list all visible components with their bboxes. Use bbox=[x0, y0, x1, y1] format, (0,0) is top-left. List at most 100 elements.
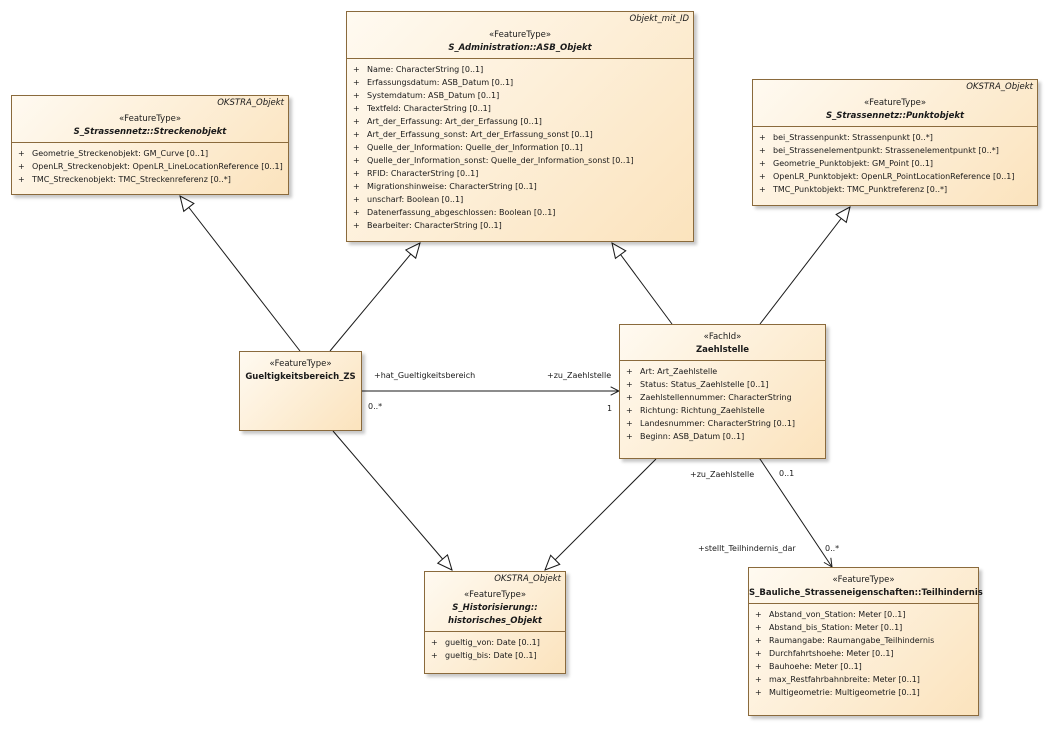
attribute-text: Raumangabe: Raumangabe_Teilhindernis bbox=[769, 636, 935, 645]
attribute-row: +Art: Art_Zaehlstelle bbox=[626, 365, 821, 378]
attribute-list: + gueltig_von: Date [0..1] +gueltig_bis: D… bbox=[425, 631, 565, 666]
attribute-text: OpenLR_Punktobjekt: OpenLR_PointLocation… bbox=[773, 172, 1015, 181]
role-hat-gueltigkeitsbereich: +hat_Gueltigkeitsbereich bbox=[374, 371, 476, 380]
visibility-marker: + bbox=[353, 117, 360, 126]
visibility-marker: + bbox=[431, 651, 438, 660]
visibility-marker: + bbox=[759, 146, 766, 155]
class-punktobjekt[interactable]: OKSTRA_Objekt «FeatureType» S_Strassenne… bbox=[752, 79, 1038, 206]
attribute-row: +Abstand_bis_Station: Meter [0..1] bbox=[755, 621, 974, 634]
attribute-text: bei_Strassenpunkt: Strassenpunkt [0..*] bbox=[773, 133, 933, 142]
attribute-text: Multigeometrie: Multigeometrie [0..1] bbox=[769, 688, 920, 697]
attribute-text: Quelle_der_Information_sonst: Quelle_der… bbox=[367, 156, 634, 165]
attribute-text: unscharf: Boolean [0..1] bbox=[367, 195, 464, 204]
visibility-marker: + bbox=[755, 649, 762, 658]
attribute-list: +Abstand_von_Station: Meter [0..1]+Absta… bbox=[749, 603, 978, 703]
attribute-text: Status: Status_Zaehlstelle [0..1] bbox=[640, 380, 769, 389]
visibility-marker: + bbox=[626, 367, 633, 376]
attribute-row: +bei_Strassenelementpunkt: Strasseneleme… bbox=[759, 144, 1033, 157]
attribute-text: Zaehlstellennummer: CharacterString bbox=[640, 393, 792, 402]
class-zaehlstelle[interactable]: «FachId» Zaehlstelle +Art: Art_Zaehlstel… bbox=[619, 324, 826, 459]
class-name-line-2: historisches_Objekt bbox=[448, 616, 542, 626]
visibility-marker: + bbox=[626, 406, 633, 415]
attribute-text: Bauhoehe: Meter [0..1] bbox=[769, 662, 862, 671]
attribute-row: + Art_der_Erfassung: Art_der_Erfassung [0… bbox=[353, 115, 689, 128]
class-name: S_Bauliche_Strasseneigenschaften::Teilhi… bbox=[749, 588, 983, 598]
attribute-list: + bei_Strassenpunkt: Strassenpunkt [0..*]… bbox=[753, 126, 1037, 200]
attribute-row: +Quelle_der_Information: Quelle_der_Info… bbox=[353, 141, 689, 154]
attribute-text: gueltig_von: Date [0..1] bbox=[445, 638, 540, 647]
stereotype-label: «FeatureType» bbox=[269, 359, 332, 369]
stereotype-label: «FeatureType» bbox=[832, 575, 895, 585]
visibility-marker: + bbox=[18, 162, 25, 171]
attribute-text: RFID: CharacterString [0..1] bbox=[367, 169, 479, 178]
class-name-line-1: S_Historisierung:: bbox=[452, 603, 538, 613]
visibility-marker: + bbox=[353, 78, 360, 87]
visibility-marker: + bbox=[353, 221, 360, 230]
visibility-marker: + bbox=[755, 688, 762, 697]
visibility-marker: + bbox=[18, 149, 25, 158]
multiplicity-teilhindernis: 0..* bbox=[825, 544, 840, 553]
attribute-text: Datenerfassung_abgeschlossen: Boolean [0… bbox=[367, 208, 556, 217]
attribute-text: Art_der_Erfassung: Art_der_Erfassung [0.… bbox=[367, 117, 542, 126]
attribute-text: Systemdatum: ASB_Datum [0..1] bbox=[367, 91, 500, 100]
visibility-marker: + bbox=[431, 638, 438, 647]
attribute-row: + gueltig_von: Date [0..1] bbox=[431, 636, 561, 649]
visibility-marker: + bbox=[759, 172, 766, 181]
visibility-marker: + bbox=[353, 208, 360, 217]
parent-package-label: Objekt_mit_ID bbox=[629, 14, 689, 24]
class-teilhindernis[interactable]: «FeatureType» S_Bauliche_Strasseneigensc… bbox=[748, 567, 983, 716]
attribute-text: Bearbeiter: CharacterString [0..1] bbox=[367, 221, 502, 230]
multiplicity-zaehlstelle: 1 bbox=[607, 404, 613, 413]
attribute-text: OpenLR_Streckenobjekt: OpenLR_LineLocati… bbox=[32, 162, 283, 171]
visibility-marker: + bbox=[353, 130, 360, 139]
attribute-text: max_Restfahrbahnbreite: Meter [0..1] bbox=[769, 675, 920, 684]
attribute-text: Landesnummer: CharacterString [0..1] bbox=[640, 419, 796, 428]
multiplicity-gueltigkeitsbereich: 0..* bbox=[368, 402, 383, 411]
attribute-row: +TMC_Punktobjekt: TMC_Punktreferenz [0..… bbox=[759, 183, 1033, 196]
multiplicity-zaehlstelle-2: 0..1 bbox=[779, 469, 795, 478]
visibility-marker: + bbox=[353, 195, 360, 204]
stereotype-label: «FeatureType» bbox=[463, 590, 527, 600]
class-historisches-objekt[interactable]: OKSTRA_Objekt «FeatureType» S_Historisie… bbox=[424, 571, 566, 674]
stereotype-label: «FachId» bbox=[703, 332, 742, 342]
attribute-row: + TMC_Streckenobjekt: TMC_Streckenreferen… bbox=[18, 173, 284, 186]
generalization-zaehlstelle-punktobjekt bbox=[759, 207, 850, 325]
parent-package-label: OKSTRA_Objekt bbox=[217, 98, 284, 108]
attribute-row: +Name: CharacterString [0..1] bbox=[353, 63, 689, 76]
attribute-row: +Quelle_der_Information_sonst: Quelle_de… bbox=[353, 154, 689, 167]
attribute-row: + Multigeometrie: Multigeometrie [0..1] bbox=[755, 686, 974, 699]
visibility-marker: + bbox=[759, 185, 766, 194]
attribute-text: Geometrie_Punktobjekt: GM_Point [0..1] bbox=[773, 159, 934, 168]
attribute-text: Migrationshinweise: CharacterString [0..… bbox=[367, 182, 537, 191]
class-streckenobjekt[interactable]: OKSTRA_Objekt «FeatureType» S_Strassenne… bbox=[11, 95, 289, 195]
generalization-zaehlstelle-historisches-objekt bbox=[545, 458, 657, 570]
attribute-row: + Erfassungsdatum: ASB_Datum [0..1] bbox=[353, 76, 689, 89]
attribute-text: Textfeld: CharacterString [0..1] bbox=[367, 104, 491, 113]
visibility-marker: + bbox=[626, 419, 633, 428]
attribute-row: +Geometrie_Punktobjekt: GM_Point [0..1] bbox=[759, 157, 1033, 170]
class-name: S_Administration::ASB_Objekt bbox=[448, 43, 592, 53]
visibility-marker: + bbox=[626, 393, 633, 402]
visibility-marker: + bbox=[353, 91, 360, 100]
attribute-row: +Status: Status_Zaehlstelle [0..1] bbox=[626, 378, 821, 391]
attribute-text: Erfassungsdatum: ASB_Datum [0..1] bbox=[367, 78, 514, 87]
attribute-row: +Durchfahrtshoehe: Meter [0..1] bbox=[755, 647, 974, 660]
attribute-text: Geometrie_Streckenobjekt: GM_Curve [0..1… bbox=[32, 149, 209, 158]
attribute-text: TMC_Streckenobjekt: TMC_Streckenreferenz… bbox=[32, 175, 231, 184]
attribute-row: + OpenLR_Punktobjekt: OpenLR_PointLocatio… bbox=[759, 170, 1033, 183]
attribute-row: +gueltig_bis: Date [0..1] bbox=[431, 649, 561, 662]
class-gueltigkeitsbereich-zs[interactable]: «FeatureType» Gueltigkeitsbereich_ZS bbox=[239, 351, 362, 431]
class-name: Gueltigkeitsbereich_ZS bbox=[245, 372, 356, 382]
attribute-row: +Art_der_Erfassung_sonst: Art_der_Erfass… bbox=[353, 128, 689, 141]
stereotype-label: «FeatureType» bbox=[488, 30, 552, 40]
visibility-marker: + bbox=[755, 623, 762, 632]
attribute-row: +Beginn: ASB_Datum [0..1] bbox=[626, 430, 821, 443]
role-zu-zaehlstelle: +zu_Zaehlstelle bbox=[547, 371, 612, 380]
attribute-text: Richtung: Richtung_Zaehlstelle bbox=[640, 406, 765, 415]
attribute-row: + Richtung: Richtung_Zaehlstelle bbox=[626, 404, 821, 417]
attribute-text: Beginn: ASB_Datum [0..1] bbox=[640, 432, 745, 441]
visibility-marker: + bbox=[18, 175, 25, 184]
generalization-gueltigkeit-historisches-objekt bbox=[332, 430, 452, 570]
class-asb-objekt[interactable]: Objekt_mit_ID «FeatureType» S_Administra… bbox=[346, 11, 694, 242]
